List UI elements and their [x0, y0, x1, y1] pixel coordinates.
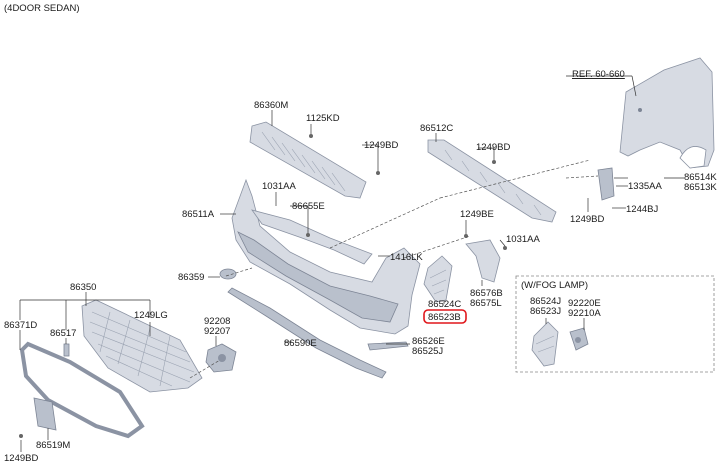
front-fender — [619, 57, 715, 169]
lower-lip-garnish — [227, 287, 387, 379]
sensor-bracket — [205, 343, 237, 373]
fog-lamp — [569, 327, 589, 351]
label-86360m[interactable]: 86360M — [254, 100, 288, 111]
label-86514k[interactable]: 86514K — [684, 172, 717, 183]
screw-86655e — [306, 233, 310, 237]
screw-1031aa-right — [503, 246, 507, 250]
bolt-1125kd — [309, 134, 313, 138]
upper-cross-member — [249, 121, 367, 199]
label-1249bd-bottom[interactable]: 1249BD — [4, 453, 38, 464]
label-86512c[interactable]: 86512C — [420, 123, 453, 134]
fog-lamp-box — [515, 275, 715, 373]
label-1244bj[interactable]: 1244BJ — [626, 204, 658, 215]
fog-lamp-box-title: (W/FOG LAMP) — [521, 280, 588, 291]
label-86524j[interactable]: 86524J — [530, 296, 561, 307]
label-86350[interactable]: 86350 — [70, 282, 96, 293]
label-86523b[interactable]: 86523B — [428, 312, 461, 323]
label-86517[interactable]: 86517 — [50, 328, 76, 339]
label-86511a[interactable]: 86511A — [182, 209, 215, 220]
label-86523j[interactable]: 86523J — [530, 306, 561, 317]
label-1249lg[interactable]: 1249LG — [134, 310, 168, 321]
label-92220e[interactable]: 92220E — [568, 298, 601, 309]
leader-lines — [19, 75, 684, 452]
grille-clip — [63, 343, 70, 357]
front-bumper-cover — [231, 178, 421, 335]
label-92207[interactable]: 92207 — [204, 326, 230, 337]
fender-bracket — [597, 167, 615, 201]
part-labels: REF. 60-660 86360M 1125KD 1249BD 86512C … — [4, 69, 717, 464]
label-1031aa-left[interactable]: 1031AA — [262, 181, 296, 192]
emblem — [219, 268, 237, 280]
highlight-86523b — [423, 309, 467, 324]
label-ref-60-660[interactable]: REF. 60-660 — [572, 69, 625, 80]
label-1249be[interactable]: 1249BE — [460, 209, 494, 220]
lower-moulding — [367, 341, 409, 351]
lower-side-bracket — [465, 239, 501, 283]
label-86576b[interactable]: 86576B — [470, 288, 503, 299]
label-1249bd-top[interactable]: 1249BD — [364, 140, 398, 151]
label-92210a[interactable]: 92210A — [568, 308, 601, 319]
screw-1249bd-right — [492, 160, 496, 164]
label-86371d[interactable]: 86371D — [4, 320, 37, 331]
label-86359[interactable]: 86359 — [178, 272, 204, 283]
label-92208[interactable]: 92208 — [204, 316, 230, 327]
label-86525j[interactable]: 86525J — [412, 346, 443, 357]
label-86590e[interactable]: 86590E — [284, 338, 317, 349]
diagram-header: (4DOOR SEDAN) — [4, 3, 79, 14]
label-86519m[interactable]: 86519M — [36, 440, 70, 451]
label-1249bd-right[interactable]: 1249BD — [476, 142, 510, 153]
grille-bracket — [33, 397, 57, 431]
label-1031aa-right[interactable]: 1031AA — [506, 234, 540, 245]
label-1416lk[interactable]: 1416LK — [390, 252, 423, 263]
label-86526e[interactable]: 86526E — [412, 336, 445, 347]
label-86524c[interactable]: 86524C — [428, 299, 461, 310]
fog-lamp-cover — [423, 255, 453, 303]
label-86655e[interactable]: 86655E — [292, 201, 325, 212]
label-1335aa[interactable]: 1335AA — [628, 181, 662, 192]
label-1249bd-fender[interactable]: 1249BD — [570, 214, 604, 225]
bumper-absorber — [427, 139, 557, 223]
fog-lamp-cover-alt — [531, 321, 559, 367]
reference-lines — [189, 159, 599, 379]
label-86513k[interactable]: 86513K — [684, 182, 717, 193]
screw-1249bd-bottom — [19, 434, 23, 438]
screw-1249bd-top — [376, 171, 380, 175]
grille-surround — [19, 341, 145, 439]
label-1125kd[interactable]: 1125KD — [306, 113, 340, 124]
radiator-grille — [81, 299, 203, 393]
label-86575l[interactable]: 86575L — [470, 298, 502, 309]
